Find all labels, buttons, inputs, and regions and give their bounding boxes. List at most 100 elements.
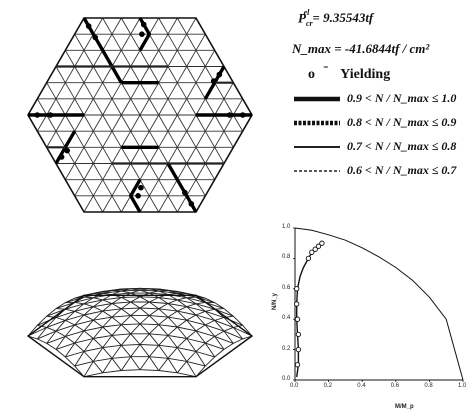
member-line	[205, 301, 225, 310]
member-line	[74, 310, 85, 316]
yield-bead	[64, 147, 70, 154]
member-line	[139, 289, 159, 292]
member-line	[102, 316, 113, 328]
member-line	[46, 98, 57, 116]
member-line	[130, 114, 141, 132]
member-line	[102, 114, 113, 132]
member-line	[177, 326, 197, 332]
member-line	[83, 314, 94, 321]
member-line	[55, 114, 66, 132]
series-path	[296, 242, 324, 378]
x-tick-label: 0.2	[323, 383, 332, 389]
member-line	[139, 114, 150, 132]
member-line	[204, 324, 216, 337]
member-line	[195, 303, 206, 312]
member-line	[186, 66, 197, 83]
member-line	[139, 344, 150, 357]
member-line	[158, 303, 169, 310]
member-line	[186, 319, 197, 332]
member-line	[46, 319, 66, 328]
member-line	[195, 330, 215, 337]
member-line	[83, 296, 94, 299]
member-line	[46, 130, 57, 148]
member-line	[176, 66, 188, 83]
member-line	[83, 297, 94, 305]
member-line	[55, 330, 66, 337]
member-line	[65, 330, 85, 337]
member-line	[167, 82, 178, 100]
member-line	[64, 324, 76, 337]
member-line	[186, 361, 197, 377]
member-line	[111, 315, 131, 318]
member-line	[120, 333, 132, 346]
member-line	[205, 297, 215, 304]
member-line	[148, 324, 160, 335]
member-line	[232, 315, 244, 326]
member-line	[186, 296, 197, 299]
member-line	[46, 317, 57, 328]
member-line	[204, 342, 216, 358]
member-line	[205, 336, 215, 344]
member-line	[186, 306, 206, 312]
member-line	[121, 369, 141, 371]
member-line	[223, 330, 234, 344]
member-line	[111, 324, 122, 336]
member-line	[148, 356, 160, 371]
member-line	[167, 179, 178, 197]
member-line	[139, 179, 150, 197]
member-line	[177, 299, 197, 305]
member-line	[111, 308, 122, 318]
member-line	[158, 163, 169, 180]
member-line	[55, 66, 66, 83]
member-line	[195, 303, 215, 310]
member-line	[186, 179, 197, 197]
member-line	[102, 163, 113, 180]
member-line	[130, 333, 141, 345]
member-line	[111, 303, 122, 310]
critical-load-annotation: Pcrel= 9.35543tf	[298, 8, 374, 28]
member-line	[130, 344, 141, 357]
member-line	[37, 338, 47, 344]
member-line	[120, 66, 132, 83]
member-line	[186, 351, 197, 362]
member-line	[121, 308, 131, 316]
x-tick-label: 1.0	[458, 383, 467, 389]
member-line	[120, 163, 132, 180]
member-line	[214, 82, 225, 100]
member-line	[65, 314, 85, 321]
member-line	[139, 288, 150, 291]
member-line	[92, 326, 104, 339]
member-line	[214, 330, 225, 337]
member-line	[214, 308, 225, 310]
member-line	[130, 66, 141, 83]
member-line	[111, 316, 122, 326]
member-line	[149, 356, 169, 359]
member-line	[65, 351, 85, 358]
member-line	[158, 308, 178, 312]
member-line	[139, 296, 150, 303]
member-line	[139, 301, 150, 309]
member-line	[46, 114, 57, 132]
member-line	[167, 334, 187, 339]
member-line	[102, 347, 113, 359]
member-line	[102, 195, 113, 213]
yield-label: Yielding	[340, 67, 391, 82]
member-line	[111, 147, 122, 164]
critical-load-value: = 9.35543tf	[312, 10, 374, 26]
member-line	[83, 179, 94, 197]
yield-point	[305, 255, 312, 262]
member-line	[195, 314, 215, 321]
yield-bead	[239, 112, 246, 118]
member-line	[186, 314, 197, 321]
member-line	[111, 335, 122, 346]
member-line	[176, 33, 188, 51]
member-line	[92, 179, 104, 197]
member-line	[83, 163, 94, 180]
member-line	[139, 333, 150, 345]
member-line	[92, 310, 104, 321]
member-line	[214, 335, 234, 344]
yield-point	[295, 346, 302, 353]
member-line	[167, 357, 187, 362]
member-line	[214, 349, 225, 358]
member-line	[83, 347, 103, 352]
